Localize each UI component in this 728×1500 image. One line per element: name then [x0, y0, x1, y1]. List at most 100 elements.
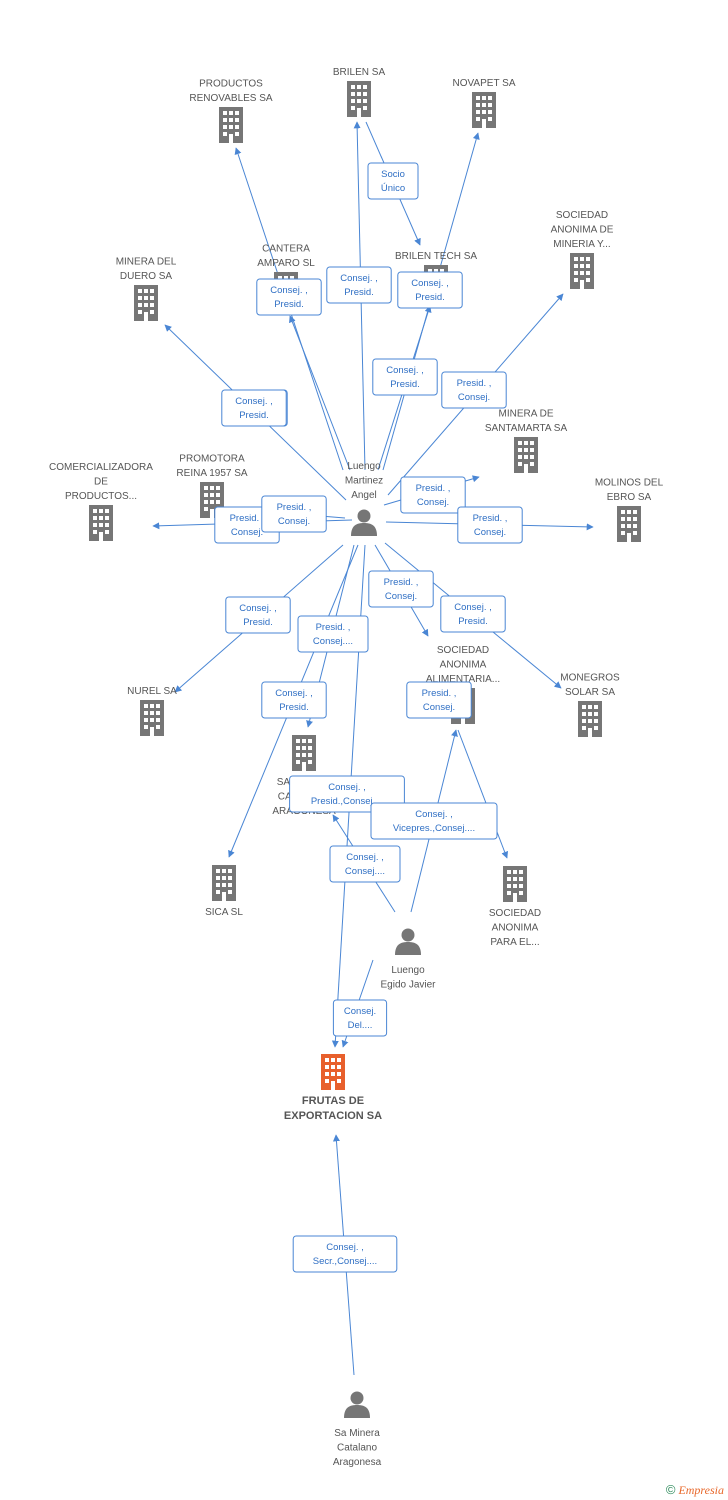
edge-role-label[interactable]: Presid. , Consej.: [368, 570, 434, 608]
building-icon: [347, 81, 371, 117]
copyright-icon: ©: [665, 1482, 676, 1497]
edge-role-label[interactable]: Consej. ,Presid.: [397, 271, 463, 309]
edge-role-label[interactable]: Consej. ,Presid.: [221, 389, 287, 427]
building-icon: [503, 866, 527, 902]
edge-role-text: Consej.: [344, 1006, 376, 1017]
node-label: BRILEN SA: [333, 67, 386, 78]
building-icon: [140, 700, 164, 736]
edge-role-label[interactable]: Presid. ,Consej....: [297, 615, 369, 653]
building-icon: [89, 505, 113, 541]
node-label: MONEGROS: [560, 673, 620, 684]
edge-role-label-box: [440, 595, 506, 633]
company-node-monegros[interactable]: MONEGROS SOLAR SA: [560, 673, 620, 738]
footer-brand: ©Empresia: [666, 1482, 724, 1498]
company-node-brilen[interactable]: BRILEN SA: [333, 67, 386, 117]
edge-role-label[interactable]: Presid. ,Consej.: [261, 495, 327, 533]
edge-role-label[interactable]: Presid. ,Consej.: [406, 681, 472, 719]
edge-role-text: Vicepres.,Consej....: [393, 823, 475, 834]
edge-role-text: Consej.: [417, 497, 449, 508]
edge-sociedad_alimentaria-to-sociedad_para: [457, 729, 509, 859]
edge-role-label-box: [457, 506, 523, 544]
edge-role-label[interactable]: Consej. , Presid.: [225, 596, 291, 634]
company-node-sica[interactable]: SICA SL: [205, 865, 243, 918]
edge-role-label[interactable]: Presid. , Consej.: [457, 506, 523, 544]
edge-role-text: Presid.: [243, 617, 273, 628]
edge-role-label[interactable]: Presid. ,Consej.: [441, 371, 507, 409]
node-label: Angel: [351, 490, 377, 501]
company-node-sociedad_alimentaria[interactable]: SOCIEDADANONIMAALIMENTARIA...: [426, 645, 500, 724]
edge-role-label[interactable]: Consej. ,Presid.: [440, 595, 506, 633]
edge-role-text: Presid. ,: [473, 513, 508, 524]
node-label: SOLAR SA: [565, 687, 615, 698]
edge-role-label[interactable]: Consej. , Presid.: [261, 681, 327, 719]
building-icon: [472, 92, 496, 128]
edge-role-text: Consej. ,: [239, 603, 277, 614]
company-node-minera_santamarta[interactable]: MINERA DE SANTAMARTA SA: [485, 409, 568, 474]
node-label: EBRO SA: [607, 492, 652, 503]
edge-luengo_martinez-to-cantera: [289, 315, 351, 471]
edge-role-label[interactable]: Consej. ,Consej....: [329, 845, 401, 883]
edge-role-label-box: [297, 615, 369, 653]
edge-role-text: Consej.: [385, 591, 417, 602]
edge-role-label-box: [397, 271, 463, 309]
company-node-nurel[interactable]: NUREL SA: [127, 686, 177, 736]
building-icon: [617, 506, 641, 542]
edge-role-label-box: [256, 278, 322, 316]
node-label: NOVAPET SA: [453, 78, 516, 89]
edge-role-text: Presid.: [279, 702, 309, 713]
node-label: Catalano: [337, 1443, 377, 1454]
edge-role-label[interactable]: Consej. ,Secr.,Consej....: [292, 1235, 398, 1273]
edge-role-text: Consej. ,: [411, 278, 449, 289]
edge-role-text: Consej.: [474, 527, 506, 538]
edge-role-label-box: [329, 845, 401, 883]
node-label: Aragonesa: [333, 1457, 382, 1468]
edge-role-label-box: [372, 358, 438, 396]
edge-role-label-box: [367, 162, 419, 200]
edge-role-text: Consej. ,: [454, 602, 492, 613]
edge-role-text: Presid.: [390, 379, 420, 390]
company-node-comercializadora[interactable]: COMERCIALIZADORADEPRODUCTOS...: [49, 462, 153, 541]
edge-role-text: Presid. ,: [384, 577, 419, 588]
node-label: ALIMENTARIA...: [426, 674, 500, 685]
edge-role-label[interactable]: Consej.Del....: [332, 999, 388, 1037]
edge-role-label[interactable]: Consej. ,Presid.: [256, 278, 322, 316]
node-label: MINERA DE: [498, 409, 553, 420]
edge-role-label-box: [406, 681, 472, 719]
node-label: Martinez: [345, 476, 383, 487]
company-node-novapet[interactable]: NOVAPET SA: [453, 78, 516, 128]
edge-role-text: Consej. ,: [275, 688, 313, 699]
edge-role-label-box: [225, 596, 291, 634]
edge-role-label[interactable]: Presid. ,Consej.: [400, 476, 466, 514]
building-icon: [578, 701, 602, 737]
company-node-brilen_tech[interactable]: BRILEN TECH SA: [395, 251, 477, 301]
node-label: SANTAMARTA SA: [485, 423, 568, 434]
node-label: SOCIEDAD: [437, 645, 489, 656]
building-icon: [292, 735, 316, 771]
node-label: PRODUCTOS...: [65, 491, 137, 502]
edge-role-text: Consej. ,: [326, 1242, 364, 1253]
node-label: ANONIMA DE: [551, 225, 614, 236]
node-label: Luengo: [391, 965, 425, 976]
edge-role-label[interactable]: Consej. ,Presid.: [326, 266, 392, 304]
edge-role-label-box: [370, 802, 498, 840]
edge-role-text: Presid.,Consej....: [311, 796, 383, 807]
building-icon: [219, 107, 243, 143]
edge-role-label[interactable]: Consej. ,Presid.: [372, 358, 438, 396]
edge-role-label[interactable]: Consej. ,Vicepres.,Consej....: [370, 802, 498, 840]
edge-role-text: Presid.: [274, 299, 304, 310]
node-label: CANTERA: [262, 244, 310, 255]
edge-role-text: Consej....: [313, 636, 353, 647]
